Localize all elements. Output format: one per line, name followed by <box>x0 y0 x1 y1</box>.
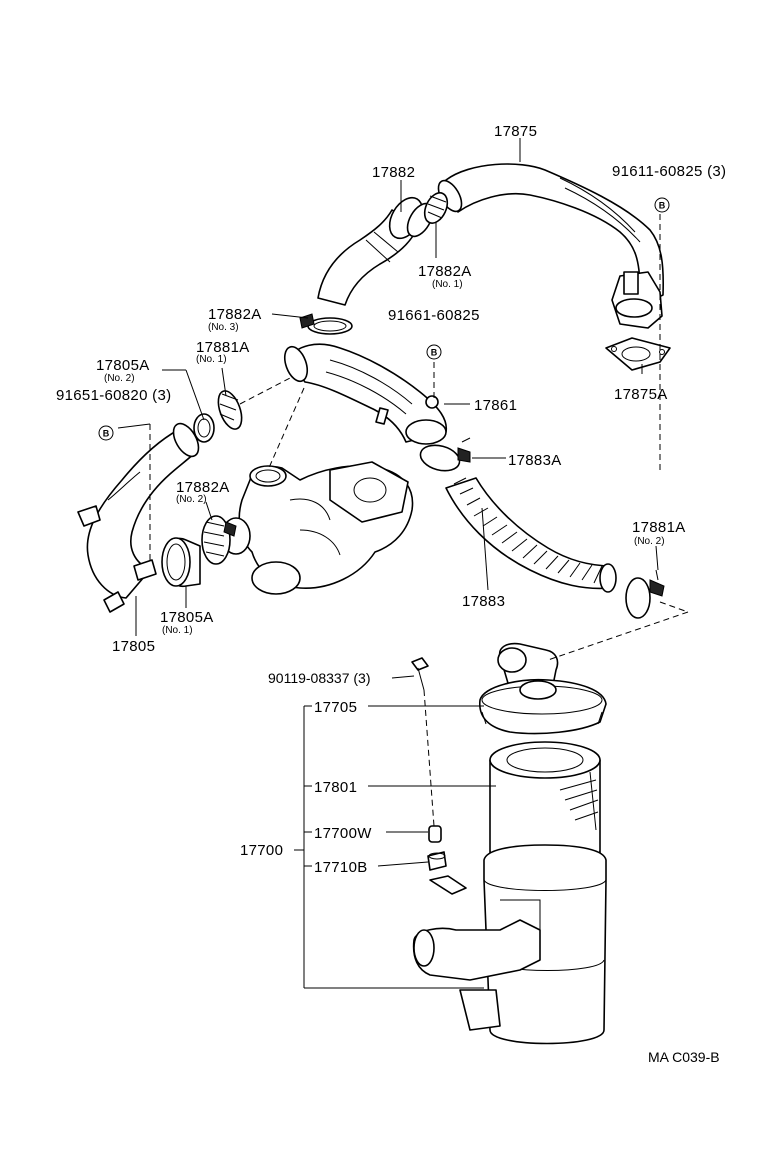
part-sublabel: (No. 1) <box>196 354 227 365</box>
bolt-marker-b: B <box>426 344 442 360</box>
turbocharger <box>221 461 414 595</box>
sleeve-17805A-no2 <box>193 413 215 443</box>
part-label: 17875 <box>494 123 537 140</box>
dashed-connector <box>547 611 689 661</box>
dashed-connector <box>267 387 305 471</box>
part-label: 17881A <box>632 519 686 536</box>
clamp-17882A-no1 <box>423 192 449 224</box>
part-label: 17861 <box>474 397 517 414</box>
part-label: 17883A <box>508 452 562 469</box>
dashed-connector <box>659 601 689 613</box>
grommet-17700W <box>428 825 442 843</box>
gasket-17875A <box>605 337 671 371</box>
clamp-17882A-no2 <box>201 515 237 565</box>
air-cleaner-cap-17705 <box>479 642 607 735</box>
air-hose-17875 <box>437 163 665 329</box>
sleeve-17805A-no1 <box>161 537 201 588</box>
part-label: 17700W <box>314 825 372 842</box>
part-label: 17805 <box>112 638 155 655</box>
bolt-marker-b: B <box>654 197 670 213</box>
air-cleaner-case <box>412 844 607 1045</box>
part-label: 17882 <box>372 164 415 181</box>
part-label: 91651-60820 (3) <box>56 387 171 404</box>
bolt-marker-b: B <box>98 425 114 441</box>
part-label: 17875A <box>614 386 668 403</box>
part-label: 17883 <box>462 593 505 610</box>
diagram-reference-code: MA C039-B <box>648 1049 720 1065</box>
part-label: 17882A <box>176 479 230 496</box>
part-label: 17805A <box>96 357 150 374</box>
part-label: 17882A <box>208 306 262 323</box>
corrugated-hose-17883 <box>445 477 617 593</box>
svg-text:B: B <box>103 429 110 439</box>
part-label: 17801 <box>314 779 357 796</box>
clamp-17881A-no2 <box>625 569 665 619</box>
dashed-connector <box>239 377 291 405</box>
air-tube-17805 <box>77 422 200 613</box>
part-label: 17705 <box>314 699 357 716</box>
hose-17882 <box>317 196 434 306</box>
bolt-90119 <box>411 657 429 691</box>
dashed-connector <box>423 689 435 827</box>
part-label: 17881A <box>196 339 250 356</box>
part-label: 17805A <box>160 609 214 626</box>
part-label: 17710B <box>314 859 368 876</box>
svg-text:B: B <box>431 348 438 358</box>
part-label: 91661-60825 <box>388 307 480 324</box>
part-sublabel: (No. 2) <box>634 536 665 547</box>
clamp-17881A-no1 <box>217 390 243 430</box>
intake-pipe-17861 <box>283 343 448 445</box>
part-label: 17882A <box>418 263 472 280</box>
damper-17710B <box>427 851 447 871</box>
part-label: 17700 <box>240 842 283 859</box>
part-sublabel: (No. 2) <box>176 494 207 505</box>
part-sublabel: (No. 3) <box>208 322 239 333</box>
part-sublabel: (No. 1) <box>162 625 193 636</box>
part-label: 91611-60825 (3) <box>612 163 726 180</box>
part-label: 90119-08337 (3) <box>268 670 370 686</box>
clamp-17883A <box>419 437 471 472</box>
clamp-17882A-no3 <box>299 313 353 335</box>
svg-text:B: B <box>659 201 666 211</box>
part-sublabel: (No. 1) <box>432 279 463 290</box>
leader-lines <box>117 138 659 989</box>
part-sublabel: (No. 2) <box>104 373 135 384</box>
